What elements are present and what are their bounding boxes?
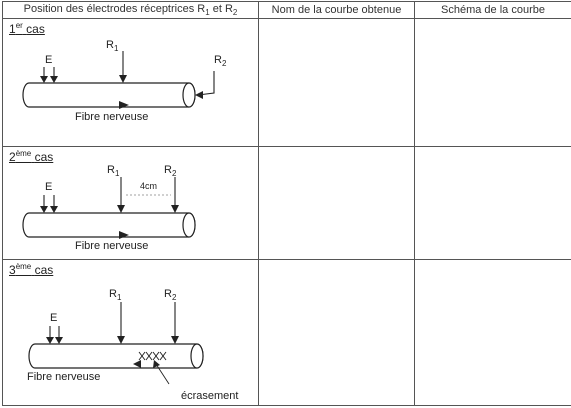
case-1-diagram: E R1 R2 Fibre nerveuse [22,39,227,123]
case-2-diagram-cell: 2ème cas E R1 [2,146,259,260]
label-e: E [45,54,52,66]
label-r2: R2 [164,164,177,178]
receptor-electrode-r1 [119,51,127,83]
label-e: E [50,312,57,324]
header-row: Position des électrodes réceptrices R1 e… [2,1,571,19]
stimulating-electrode-e [40,67,58,83]
label-r1: R1 [109,288,122,302]
case-row-1: 1er cas E [2,18,571,147]
label-r2: R2 [164,288,177,302]
case-3-diagram: E R1 R2 [27,288,238,402]
label-e: E [45,181,52,193]
label-r1: R1 [106,39,119,53]
case-3-curve-schema-cell[interactable] [414,259,571,406]
label-r2: R2 [214,54,227,68]
header-electrode-position: Position des électrodes réceptrices R1 e… [2,1,259,19]
label-r1: R1 [107,164,120,178]
case-row-3: 3ème cas E R1 [2,259,571,406]
case-2-curve-schema-cell[interactable] [414,146,571,260]
label-crush: écrasement [181,390,238,402]
label-fibre: Fibre nerveuse [75,240,148,252]
nerve-fibre [22,82,196,108]
case-1-curve-name-cell[interactable] [258,18,415,147]
stimulating-electrode-e [46,326,63,344]
stimulating-electrode-e [40,195,58,213]
fibre-pointer-arrow [119,101,129,109]
label-distance: 4cm [140,181,157,191]
nerve-fibre [28,343,204,369]
case-3-curve-name-cell[interactable] [258,259,415,406]
receptor-electrode-r1 [117,302,125,344]
fibre-pointer-arrow [119,231,129,239]
label-fibre: Fibre nerveuse [75,111,148,123]
case-1-diagram-cell: 1er cas E [2,18,259,147]
case-2-curve-name-cell[interactable] [258,146,415,260]
case-1-title: 1er cas [9,21,45,36]
receptor-electrode-r2 [171,302,179,344]
crush-pointer [153,360,170,385]
case-3-diagram-cell: 3ème cas E R1 [2,259,259,406]
header-curve-schema: Schéma de la courbe [414,1,571,19]
nerve-fibre [22,212,196,238]
case-2-diagram: E R1 R2 4cm Fibre nerveuse [22,164,196,252]
crush-marks [138,351,167,361]
case-row-2: 2ème cas E R1 [2,146,571,260]
receptor-electrode-r2 [171,177,179,213]
receptor-electrode-r1 [117,177,125,213]
label-fibre: Fibre nerveuse [27,371,100,383]
case-1-curve-schema-cell[interactable] [414,18,571,147]
case-3-title: 3ème cas [9,262,54,277]
case-2-title: 2ème cas [9,149,54,164]
header-curve-name: Nom de la courbe obtenue [258,1,415,19]
fibre-pointer-arrow [133,360,141,368]
receptor-electrode-r2 [195,71,215,99]
